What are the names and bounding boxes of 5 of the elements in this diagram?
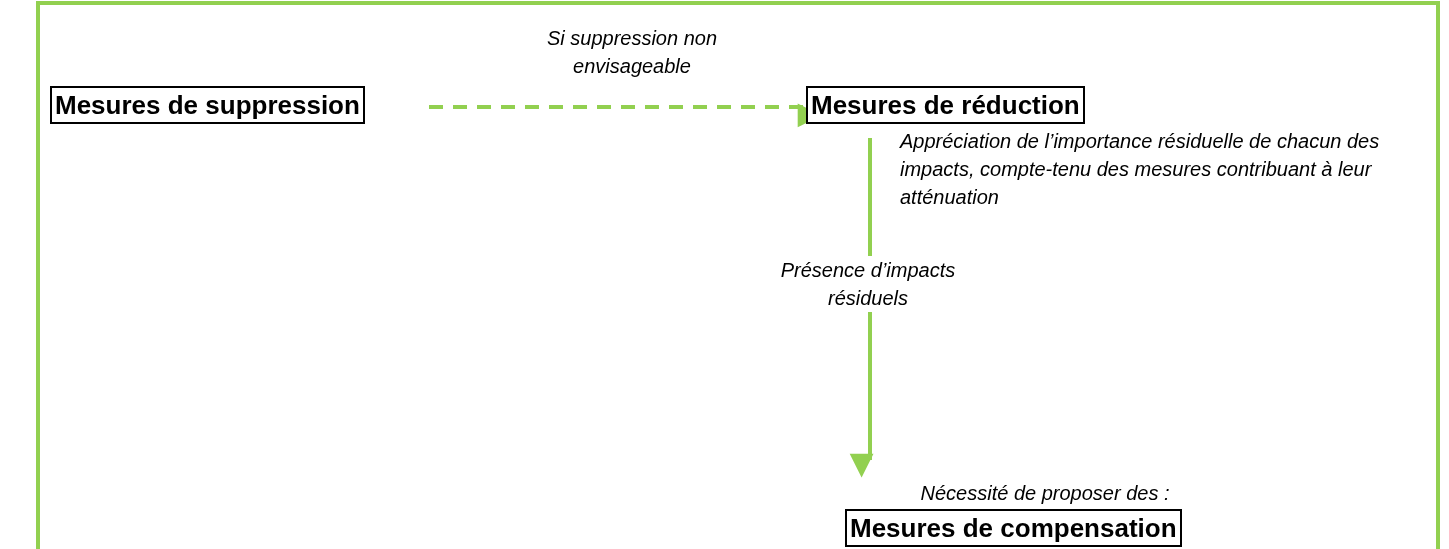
note-text: Appréciation de l’importance résiduelle de chacun des impacts, compte-tenu des mesures contribuant à leur atténuation [900,129,1381,210]
process-box: Mesures de suppression [50,86,365,124]
process-box: Mesures de réduction [806,86,1085,124]
process-box: Mesures de compensation [845,509,1182,547]
node-heading: Nécessité de proposer des : [919,482,1171,505]
